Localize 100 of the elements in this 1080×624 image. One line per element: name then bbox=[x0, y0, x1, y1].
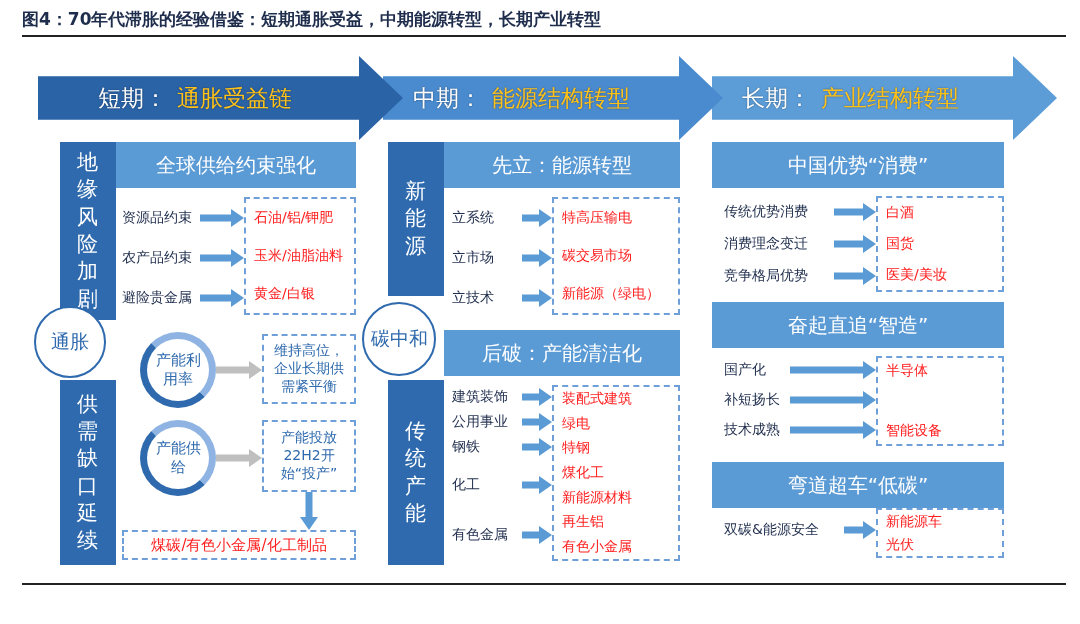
arrow bbox=[834, 203, 876, 221]
result-text: 智能设备 bbox=[886, 422, 943, 440]
item-label: 传统优势消费 bbox=[724, 200, 834, 224]
item-label: 有色金属 bbox=[452, 523, 522, 547]
result-text: 碳交易市场 bbox=[562, 247, 633, 265]
result-text: 半导体 bbox=[886, 362, 929, 380]
item-label: 双碳&能源安全 bbox=[724, 518, 844, 542]
arrow bbox=[790, 391, 876, 409]
item-label: 钢铁 bbox=[452, 435, 522, 459]
arrow bbox=[522, 526, 552, 544]
arrow bbox=[834, 267, 876, 285]
note-box bbox=[262, 334, 356, 404]
header-bar bbox=[444, 330, 680, 376]
item-label: 化工 bbox=[452, 473, 522, 497]
box-text: 地缘风险加剧 bbox=[76, 149, 99, 313]
result-box bbox=[552, 197, 680, 315]
item-label: 建筑装饰 bbox=[452, 385, 522, 409]
box-text: 维持高位，企业长期供需紧平衡 bbox=[273, 342, 345, 396]
arrow bbox=[790, 421, 876, 439]
header-bar bbox=[712, 142, 1004, 188]
arrow bbox=[522, 289, 552, 307]
banner-label: 中期： bbox=[413, 83, 482, 113]
result-box bbox=[552, 385, 680, 561]
result-box bbox=[122, 530, 356, 560]
arrow bbox=[216, 361, 262, 379]
arrow bbox=[522, 438, 552, 456]
header-text: 弯道超车“低碳” bbox=[787, 471, 929, 499]
banner-label: 长期： bbox=[742, 83, 811, 113]
result-box bbox=[244, 197, 356, 315]
banner-highlight: 能源结构转型 bbox=[492, 83, 630, 113]
item-label: 立技术 bbox=[452, 286, 522, 310]
box-text: 碳中和 bbox=[370, 326, 428, 351]
box-text: 供需缺口延续 bbox=[76, 390, 99, 555]
side-band bbox=[388, 380, 444, 565]
side-band bbox=[388, 142, 444, 296]
result-text: 特高压输电 bbox=[562, 209, 633, 227]
header-text: 全球供给约束强化 bbox=[156, 151, 316, 179]
result-text: 特钢 bbox=[562, 439, 591, 458]
arrow bbox=[790, 361, 876, 379]
result-text: 新能源材料 bbox=[562, 488, 633, 507]
result-text: 医美/美妆 bbox=[886, 265, 948, 284]
arrow bbox=[522, 249, 552, 267]
banner-label: 短期： bbox=[98, 83, 167, 113]
result-text: 石油/铝/钾肥 bbox=[254, 209, 335, 227]
header-bar bbox=[116, 142, 356, 188]
arrow bbox=[522, 388, 552, 406]
box-text: 产能供给 bbox=[154, 439, 202, 477]
arrow bbox=[200, 289, 244, 307]
arrow bbox=[300, 492, 318, 530]
result-text: 有色小金属 bbox=[562, 537, 633, 556]
item-label: 立市场 bbox=[452, 246, 522, 270]
banner-highlight: 通胀受益链 bbox=[177, 83, 292, 113]
result-text: 再生铝 bbox=[562, 513, 605, 532]
box-text: 新能源 bbox=[404, 178, 427, 260]
arrow bbox=[522, 209, 552, 227]
result-text: 玉米/油脂油料 bbox=[254, 247, 344, 265]
box-text: 通胀 bbox=[51, 329, 89, 354]
arrow bbox=[200, 249, 244, 267]
result-text: 绿电 bbox=[562, 414, 591, 433]
side-band bbox=[60, 380, 116, 565]
result-text: 新能源（绿电） bbox=[562, 285, 661, 303]
header-bar bbox=[712, 462, 1004, 508]
item-label: 消费理念变迁 bbox=[724, 232, 834, 256]
result-text: 黄金/白银 bbox=[254, 285, 316, 303]
item-label: 避险贵金属 bbox=[122, 286, 200, 310]
box-text: 产能投放22H2开始“投产” bbox=[279, 429, 339, 483]
header-text: 中国优势“消费” bbox=[787, 151, 929, 179]
header-bar bbox=[444, 142, 680, 188]
result-box bbox=[876, 196, 1004, 292]
result-text: 国货 bbox=[886, 235, 915, 253]
box-text: 产能利用率 bbox=[154, 351, 202, 389]
result-text: 白酒 bbox=[886, 204, 915, 223]
item-label: 国产化 bbox=[724, 358, 790, 382]
item-label: 竞争格局优势 bbox=[724, 264, 834, 288]
arrow bbox=[522, 476, 552, 494]
item-label: 技术成熟 bbox=[724, 418, 790, 442]
arrow bbox=[216, 449, 262, 467]
result-box bbox=[876, 508, 1004, 558]
item-label: 补短扬长 bbox=[724, 388, 790, 412]
item-label: 资源品约束 bbox=[122, 206, 200, 230]
banner-highlight: 产业结构转型 bbox=[821, 83, 959, 113]
note-box bbox=[262, 420, 356, 492]
header-text: 先立：能源转型 bbox=[492, 151, 632, 179]
item-label: 立系统 bbox=[452, 206, 522, 230]
arrow bbox=[844, 521, 876, 539]
result-text: 光伏 bbox=[886, 535, 915, 554]
header-text: 后破：产能清洁化 bbox=[482, 339, 642, 367]
box-text: 煤碳/有色小金属/化工制品 bbox=[151, 535, 327, 555]
header-text: 奋起直追“智造” bbox=[787, 311, 929, 339]
box-text: 传统产能 bbox=[404, 417, 427, 527]
item-label: 农产品约束 bbox=[122, 246, 200, 270]
side-band bbox=[60, 142, 116, 320]
item-label: 公用事业 bbox=[452, 410, 522, 434]
arrow bbox=[834, 235, 876, 253]
result-text: 装配式建筑 bbox=[562, 390, 633, 409]
result-box bbox=[876, 356, 1004, 446]
result-text: 新能源车 bbox=[886, 512, 943, 531]
arrow bbox=[200, 209, 244, 227]
result-text: 煤化工 bbox=[562, 463, 605, 482]
arrow bbox=[522, 413, 552, 431]
